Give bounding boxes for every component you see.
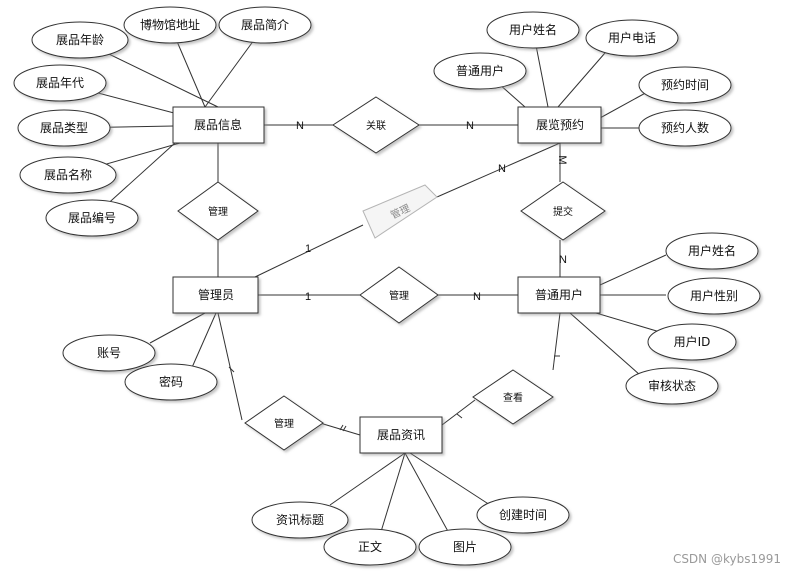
- relationship-manage-booking: 管理: [362, 184, 438, 239]
- svg-text:账号: 账号: [97, 346, 121, 360]
- attribute-account: 账号: [62, 334, 156, 372]
- attribute-booking-time: 预约时间: [638, 66, 732, 104]
- attribute-museum-address: 博物馆地址: [123, 6, 217, 44]
- svg-text:图片: 图片: [453, 540, 477, 554]
- attribute-news-body: 正文: [323, 528, 417, 566]
- svg-text:审核状态: 审核状态: [648, 378, 696, 393]
- svg-text:预约人数: 预约人数: [661, 120, 709, 135]
- cardinality-submit-user: N: [559, 254, 567, 266]
- svg-text:用户电话: 用户电话: [608, 30, 656, 45]
- relationship-manage-user: 管理: [359, 266, 439, 324]
- svg-text:普通用户: 普通用户: [456, 63, 504, 78]
- cardinality-ticks: [228, 355, 560, 432]
- attribute-news-created: 创建时间: [476, 496, 570, 534]
- svg-text:提交: 提交: [553, 205, 573, 218]
- relationship-associate: 关联: [332, 96, 420, 154]
- attribute-exhibit-intro: 展品简介: [218, 6, 312, 44]
- svg-text:用户性别: 用户性别: [690, 288, 738, 303]
- svg-text:展品年龄: 展品年龄: [56, 33, 104, 47]
- cardinality-labels: N N N 1 M N 1 N: [296, 120, 568, 303]
- svg-text:展品年代: 展品年代: [36, 76, 84, 90]
- svg-text:展品简介: 展品简介: [241, 18, 289, 32]
- svg-text:展品编号: 展品编号: [68, 210, 116, 225]
- relationship-submit: 提交: [520, 181, 606, 241]
- svg-text:展品名称: 展品名称: [44, 167, 92, 182]
- svg-text:用户姓名: 用户姓名: [688, 243, 736, 258]
- svg-text:管理: 管理: [389, 289, 409, 302]
- attribute-news-title: 资讯标题: [251, 501, 349, 539]
- svg-text:查看: 查看: [503, 391, 523, 404]
- svg-text:关联: 关联: [366, 119, 386, 132]
- entity-exhibit-info: 展品信息: [172, 106, 265, 144]
- svg-text:展品信息: 展品信息: [194, 117, 242, 132]
- svg-text:管理员: 管理员: [198, 287, 234, 302]
- entity-normal-user: 普通用户: [517, 276, 601, 314]
- attribute-exhibit-type: 展品类型: [17, 109, 111, 147]
- attribute-user-name: 用户姓名: [665, 232, 759, 270]
- cardinality-booking-manage: N: [498, 163, 506, 175]
- attribute-exhibit-name: 展品名称: [19, 156, 117, 194]
- cardinality-admin-user: 1: [305, 291, 311, 303]
- cardinality-info-assoc: N: [296, 120, 304, 132]
- svg-text:密码: 密码: [159, 374, 183, 389]
- attribute-booking-normal-user: 普通用户: [433, 52, 527, 90]
- watermark: CSDN @kybs1991: [673, 552, 781, 566]
- svg-text:管理: 管理: [208, 205, 228, 218]
- svg-text:资讯标题: 资讯标题: [276, 513, 324, 527]
- attribute-password: 密码: [124, 363, 218, 401]
- entities: 展品信息 展览预约 管理员 普通用户 展品资讯: [172, 106, 602, 454]
- cardinality-assoc-booking: N: [466, 120, 474, 132]
- relationship-view: 查看: [472, 369, 554, 425]
- svg-text:展品类型: 展品类型: [40, 121, 88, 135]
- attribute-exhibit-era: 展品年代: [13, 64, 107, 102]
- svg-text:普通用户: 普通用户: [535, 287, 583, 302]
- svg-text:用户姓名: 用户姓名: [509, 22, 557, 37]
- relationship-manage-exhibit: 管理: [177, 181, 259, 241]
- svg-text:正文: 正文: [358, 539, 382, 554]
- attribute-booking-count: 预约人数: [638, 109, 732, 147]
- svg-text:博物馆地址: 博物馆地址: [140, 17, 200, 32]
- attribute-user-gender: 用户性别: [667, 277, 761, 315]
- attribute-exhibit-no: 展品编号: [45, 199, 139, 237]
- entity-exhibition-booking: 展览预约: [517, 106, 602, 144]
- attribute-booking-phone: 用户电话: [585, 19, 679, 57]
- attributes: 展品年龄 博物馆地址 展品简介 展品年代 展品类型 展品名称 展品编号 用户姓: [13, 6, 761, 566]
- svg-text:展品资讯: 展品资讯: [377, 428, 425, 442]
- attribute-exhibit-age: 展品年龄: [31, 21, 129, 59]
- attribute-booking-user-name: 用户姓名: [486, 11, 580, 49]
- attribute-user-id: 用户ID: [647, 323, 737, 361]
- relationships: 关联 管理 管理 提交 管理 查看 管理: [177, 96, 606, 451]
- svg-text:用户ID: 用户ID: [674, 334, 711, 349]
- svg-text:管理: 管理: [274, 417, 294, 430]
- cardinality-admin-manage: 1: [305, 243, 311, 255]
- attribute-news-image: 图片: [418, 528, 512, 566]
- svg-text:创建时间: 创建时间: [499, 508, 547, 522]
- relationship-manage-news: 管理: [244, 395, 324, 451]
- entity-admin: 管理员: [172, 276, 259, 314]
- attribute-review-status: 审核状态: [625, 367, 719, 405]
- svg-text:展览预约: 展览预约: [536, 117, 584, 132]
- cardinality-user-manage: N: [473, 291, 481, 303]
- svg-text:预约时间: 预约时间: [661, 77, 709, 92]
- entity-exhibit-news: 展品资讯: [359, 416, 443, 454]
- cardinality-booking-submit: M: [556, 155, 568, 164]
